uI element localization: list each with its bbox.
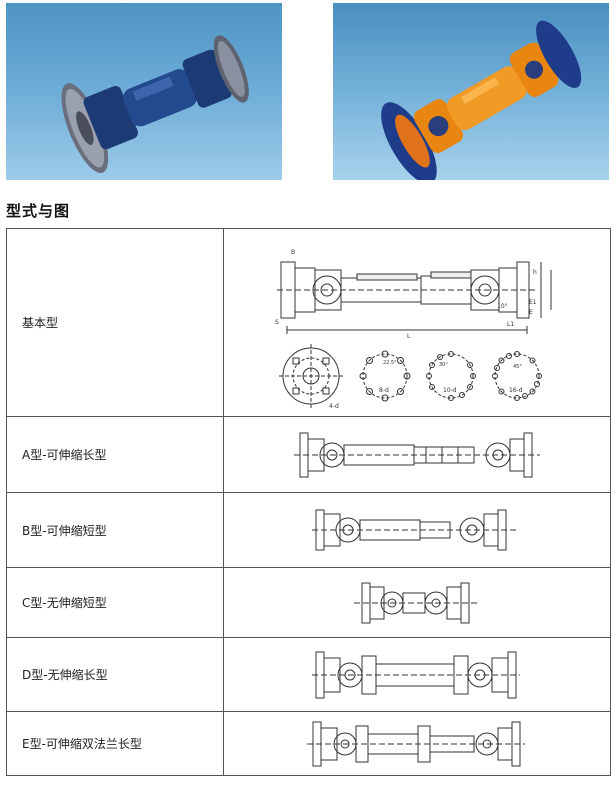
type-c-drawing xyxy=(223,567,611,638)
universal-joint-photo-blue xyxy=(6,3,282,180)
type-e-drawing xyxy=(223,711,611,776)
row-label: B型-可伸缩短型 xyxy=(6,492,224,568)
h-label: h xyxy=(533,269,537,276)
angle-45-label: 45° xyxy=(513,364,522,370)
angle-label: 10° xyxy=(497,303,508,310)
type-a-drawing xyxy=(223,416,611,493)
type-b-drawing xyxy=(223,492,611,568)
b-label: B xyxy=(291,249,295,256)
table-row: D型-无伸缩长型 xyxy=(6,637,611,712)
hole-4-label: 4-d xyxy=(329,403,339,410)
row-label: A型-可伸缩长型 xyxy=(6,416,224,493)
table-row: 基本型 L1 L xyxy=(6,228,611,417)
angle-30-label: 30° xyxy=(439,362,448,368)
l1-label: L1 xyxy=(507,321,514,328)
hole-16-label: 16-d xyxy=(509,387,523,394)
row-label: D型-无伸缩长型 xyxy=(6,637,224,712)
hole-10-label: 10-d xyxy=(443,387,457,394)
table-row: A型-可伸缩长型 xyxy=(6,416,611,493)
universal-joint-photo-orange xyxy=(333,3,609,180)
angle-22-label: 22.5° xyxy=(383,360,397,366)
s-label: S xyxy=(275,319,279,326)
basic-type-drawing: L1 L S B E1 E h 10° 4-d xyxy=(223,228,611,417)
hole-8-label: 8-d xyxy=(379,387,389,394)
table-row: E型-可伸缩双法兰长型 xyxy=(6,711,611,776)
section-heading: 型式与图 xyxy=(6,202,71,220)
type-d-drawing xyxy=(223,637,611,712)
l-label: L xyxy=(407,333,411,340)
e1-label: E1 xyxy=(529,299,537,306)
row-label: C型-无伸缩短型 xyxy=(6,567,224,638)
shaft-types-table: 基本型 L1 L xyxy=(6,228,611,776)
e-label: E xyxy=(529,309,533,316)
row-label: 基本型 xyxy=(6,228,224,417)
table-row: B型-可伸缩短型 xyxy=(6,492,611,568)
row-label: E型-可伸缩双法兰长型 xyxy=(6,711,224,776)
table-row: C型-无伸缩短型 xyxy=(6,567,611,638)
